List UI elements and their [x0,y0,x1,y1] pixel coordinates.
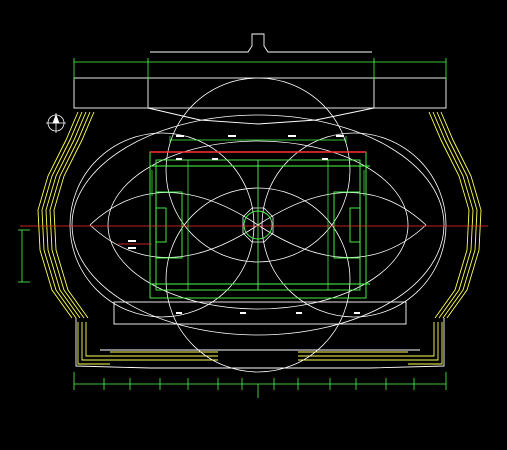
axis-lines [20,225,488,245]
north-arrow-icon [46,113,66,133]
dimension-top [73,58,447,80]
football-field [149,151,370,299]
building-outline [73,33,447,369]
top-band-outer [73,77,447,109]
roof-top-curve [147,107,375,125]
center-circle [243,210,273,240]
stands-right [428,111,482,319]
tag-marks [128,135,360,314]
stands-bottom [77,322,443,365]
top-entrance [150,33,372,53]
stands-left [37,111,95,319]
goal-area-left [155,207,167,243]
penalty-area-right [333,191,361,259]
dimension-left [18,229,30,283]
bottom-band [113,301,407,325]
goal-area-right [349,207,361,243]
dimension-bottom [73,372,447,398]
center-octagon [242,207,274,243]
field-dimension-ticks [151,136,365,290]
penalty-area-left [155,191,183,259]
bottom-stand-line [75,318,445,369]
